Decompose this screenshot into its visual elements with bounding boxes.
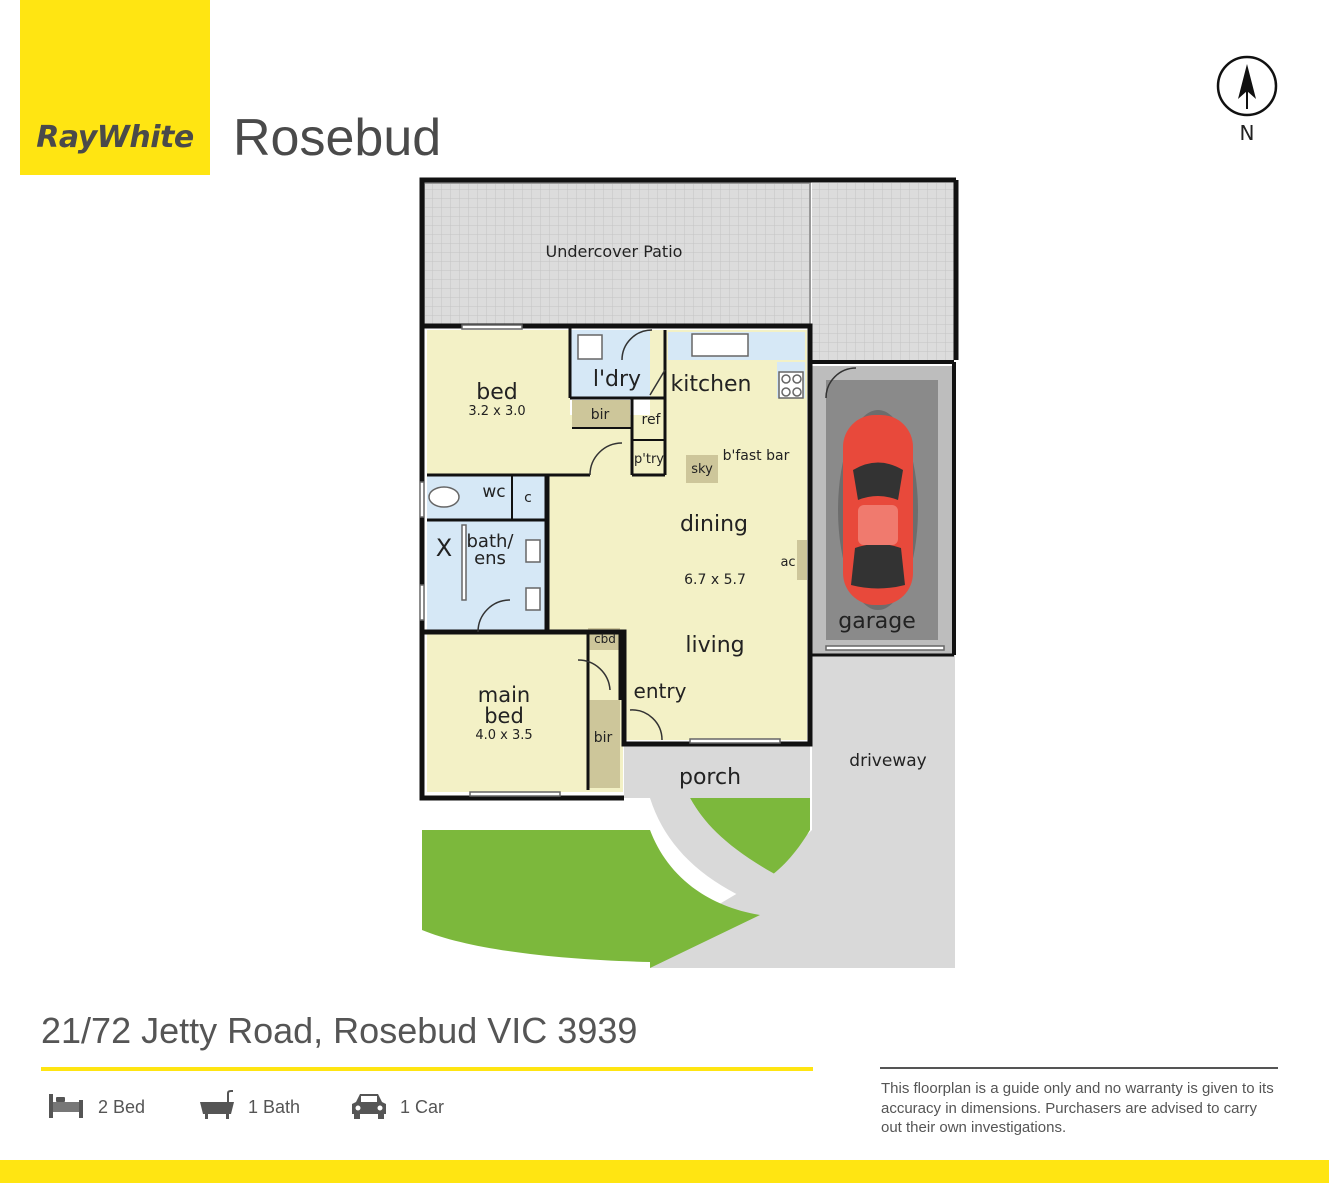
label-main: main [478,683,530,707]
fittings [419,324,945,797]
office-name: Rosebud [233,109,442,167]
car-count: 1 Car [400,1097,445,1117]
label-kitchen: kitchen [671,372,752,397]
label-cbd: cbd [594,632,616,646]
floor-plan: Undercover Patio bed 3.2 x 3.0 l'dry kit… [419,177,959,968]
label-dining: dining [680,512,748,537]
label-c: c [524,490,532,506]
door-swings [477,329,857,741]
label-garage: garage [838,609,915,634]
north-arrow-icon: N [1216,55,1278,145]
bath-count: 1 Bath [248,1097,301,1117]
bed-count: 2 Bed [98,1097,146,1117]
label-sky: sky [691,462,713,477]
label-entry: entry [634,679,687,703]
lawn-area [422,798,810,968]
label-bir-2: bir [594,730,613,746]
car-icon [352,1094,386,1119]
room-labels: Undercover Patio bed 3.2 x 3.0 l'dry kit… [436,242,927,790]
footer-bar [0,1160,1329,1183]
label-main-dims: 4.0 x 3.5 [475,728,532,743]
label-laundry: l'dry [593,367,641,392]
patio [423,182,954,363]
north-label: N [1240,121,1255,145]
label-bed: bed [476,380,517,405]
logo-text: RayWhite [36,120,194,155]
label-pantry: p'try [634,452,664,467]
label-wc: wc [482,482,505,502]
label-bir-1: bir [591,407,610,423]
feature-bath: 1 Bath [198,1090,308,1124]
label-ens: ens [474,548,506,569]
driveway-area [650,655,955,968]
label-bed-dims: 3.2 x 3.0 [468,404,525,419]
label-living-dims: 6.7 x 5.7 [684,572,746,588]
label-bfast-bar: b'fast bar [723,448,790,464]
car-icon [838,410,918,610]
label-porch: porch [679,765,741,790]
feature-car: 1 Car [350,1090,460,1124]
label-living: living [685,633,744,658]
raywhite-logo: RayWhite [20,0,210,175]
disclaimer-rule [880,1067,1278,1069]
label-driveway: driveway [849,751,926,771]
label-ref: ref [642,412,662,428]
label-patio: Undercover Patio [546,242,683,261]
label-x: X [436,534,452,562]
disclaimer-text: This floorplan is a guide only and no wa… [881,1080,1274,1136]
feature-bed: 2 Bed [48,1090,158,1124]
label-ac: ac [780,555,795,570]
bed-icon [49,1094,83,1118]
label-main-bed: bed [484,704,524,728]
property-address: 21/72 Jetty Road, Rosebud VIC 3939 [41,1010,638,1051]
address-underline [41,1067,813,1071]
bath-icon [200,1090,234,1119]
label-bath: bath/ [467,531,515,552]
